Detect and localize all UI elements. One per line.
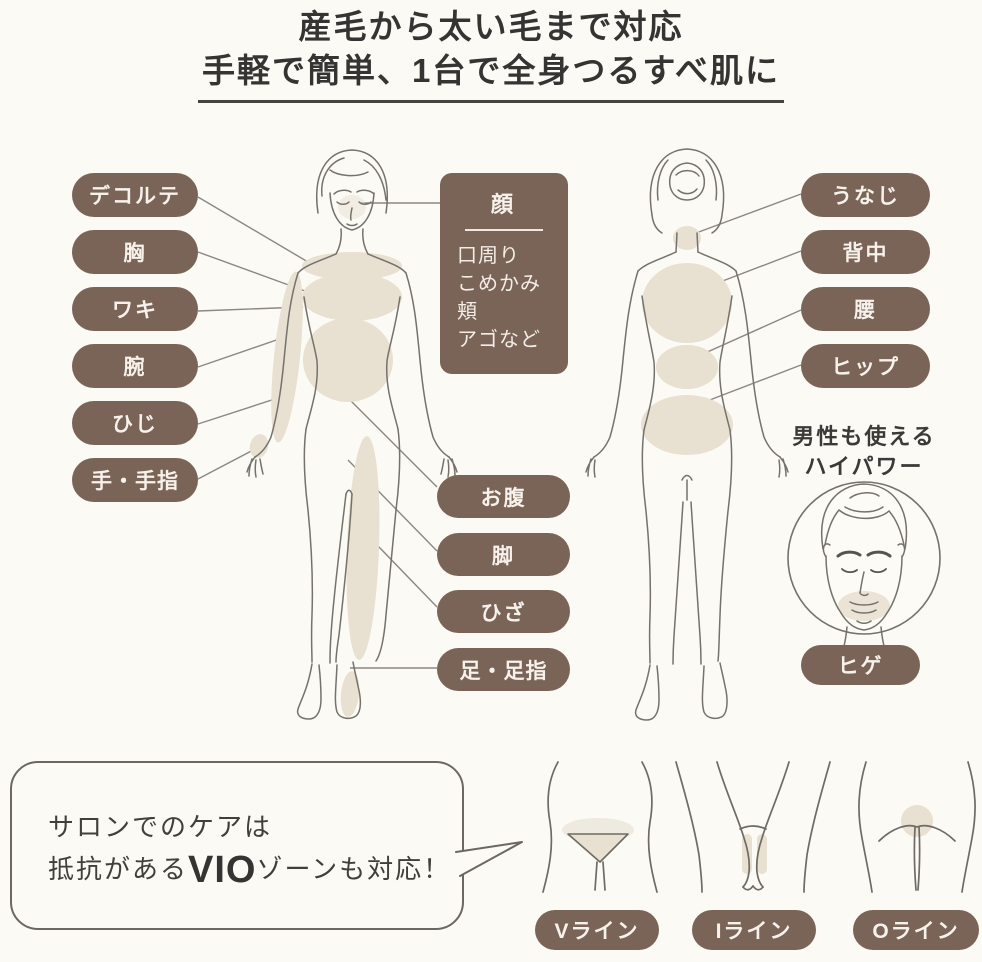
speech-bubble-tail: [455, 841, 523, 877]
i-line-illustration: [675, 761, 831, 893]
label-o-line: Oライン: [853, 910, 979, 950]
mens-caption: 男性も使える ハイパワー: [780, 422, 948, 482]
back-highlight-areas: [641, 226, 733, 455]
label-belly: お腹: [437, 475, 570, 518]
title-line-1: 産毛から太い毛まで対応: [298, 8, 684, 45]
bubble-line-2-pre: 抵抗がある: [48, 854, 189, 884]
label-elbow: ひじ: [72, 401, 198, 445]
label-foot-toes: 足・足指: [437, 648, 570, 691]
bubble-line-1: サロンでのケアは: [48, 812, 273, 842]
mens-caption-line-1: 男性も使える: [792, 424, 936, 449]
label-nape: うなじ: [801, 173, 930, 217]
bubble-line-2: 抵抗があるVIOゾーンも対応！: [48, 849, 451, 892]
face-area-box: 顔 口周り こめかみ 頬 アゴなど: [440, 173, 568, 374]
label-back: 背中: [801, 230, 930, 274]
face-box-divider: [465, 229, 543, 231]
vio-speech-bubble: サロンでのケアは 抵抗があるVIOゾーンも対応！: [10, 761, 464, 930]
label-beard: ヒゲ: [801, 645, 920, 685]
label-arm: 腕: [72, 344, 198, 388]
mens-caption-line-2: ハイパワー: [804, 454, 924, 479]
label-leg: 脚: [437, 533, 570, 576]
face-box-list: 口周り こめかみ 頬 アゴなど: [457, 242, 568, 354]
face-box-item: 口周り: [457, 245, 520, 267]
label-armpit: ワキ: [72, 287, 198, 331]
v-line-illustration: [542, 761, 658, 893]
face-box-item: アゴなど: [457, 329, 541, 351]
face-box-item: 頬: [457, 301, 478, 323]
label-i-line: Iライン: [692, 910, 816, 950]
face-box-item: こめかみ: [457, 273, 541, 295]
front-body-figure: [246, 149, 458, 720]
label-hip: ヒップ: [801, 344, 930, 388]
bubble-vio-emphasis: VIO: [188, 849, 257, 891]
label-chest: 胸: [72, 230, 198, 274]
title-line-2: 手軽で簡単、1台で全身つるすべ肌に: [197, 48, 785, 103]
mens-face-illustration: [787, 481, 941, 657]
label-knee: ひざ: [437, 590, 570, 633]
label-v-line: Vライン: [535, 910, 659, 950]
face-box-title: 顔: [490, 192, 517, 217]
page-title: 産毛から太い毛まで対応 手軽で簡単、1台で全身つるすべ肌に: [0, 6, 982, 103]
label-hand-fingers: 手・手指: [72, 458, 198, 502]
back-body-figure: [585, 148, 789, 721]
label-waist: 腰: [801, 287, 930, 331]
bubble-line-2-post: ゾーンも対応！: [256, 854, 452, 884]
o-line-illustration: [858, 761, 976, 893]
front-highlight-areas: [249, 195, 402, 717]
label-decollete: デコルテ: [72, 173, 198, 217]
